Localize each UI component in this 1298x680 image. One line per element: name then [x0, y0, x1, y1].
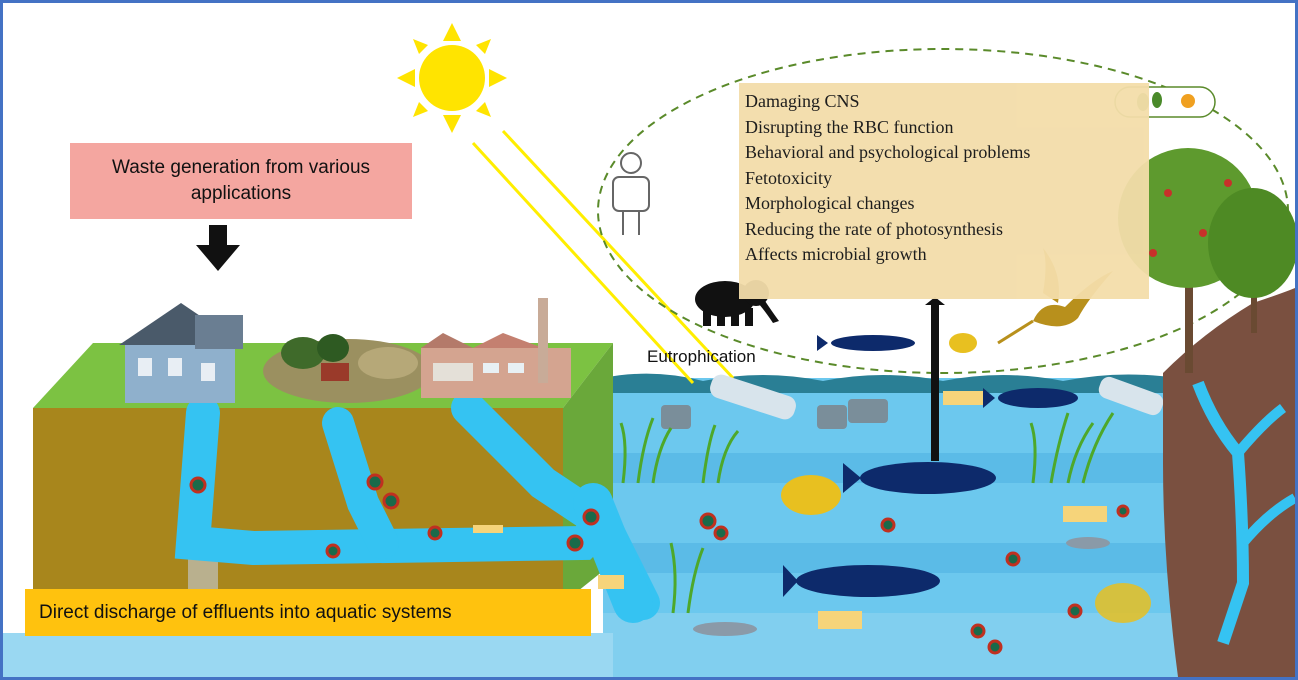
eutrophication-label: Eutrophication: [647, 347, 756, 366]
fish-icon: [983, 388, 1078, 408]
crab-icon: [781, 333, 1151, 623]
effects-list: Damaging CNS Disrupting the RBC function…: [739, 83, 1149, 268]
down-arrow-icon: [196, 225, 240, 271]
list-item: Damaging CNS: [745, 91, 860, 111]
impact-arrow: [925, 297, 945, 461]
plastic-fragments: [473, 391, 1107, 629]
factory-icon: [421, 298, 571, 398]
waste-generation-box: Waste generation from various applicatio…: [70, 143, 412, 219]
water-foreground: [3, 633, 613, 677]
sun-icon: [397, 23, 507, 133]
fish-icon: [843, 462, 996, 494]
farm-icon: [263, 334, 433, 403]
sun-ray: [501, 129, 735, 380]
aquatic-system: [3, 373, 1183, 677]
aquatic-plants: [619, 412, 1115, 614]
tree-icon: [1118, 148, 1295, 373]
list-item: Fetotoxicity: [745, 167, 832, 188]
human-icon: [612, 152, 650, 235]
fish-icon: [783, 565, 940, 597]
list-item: Affects microbial growth: [745, 244, 927, 264]
list-item: Morphological changes: [745, 193, 915, 213]
sun-ray: [471, 141, 695, 385]
water-surface: [603, 373, 1183, 393]
bottle-icon: [661, 374, 1164, 429]
fish-icon: [817, 335, 915, 351]
health-effects-box: Damaging CNS Disrupting the RBC function…: [739, 83, 1149, 299]
direct-discharge-box: Direct discharge of effluents into aquat…: [25, 589, 591, 636]
direct-discharge-label: Direct discharge of effluents into aquat…: [39, 601, 452, 623]
cliff: [1163, 288, 1295, 677]
pollutant-particles: [189, 473, 1130, 655]
house-icon: [119, 303, 243, 403]
scene: [3, 23, 1295, 677]
list-item: Behavioral and psychological problems: [745, 142, 1031, 162]
waste-generation-label: Waste generation from various applicatio…: [111, 157, 371, 204]
list-item: Reducing the rate of photosynthesis: [745, 218, 1003, 239]
list-item: Disrupting the RBC function: [745, 116, 954, 137]
fish-icon: [693, 537, 1110, 636]
soil: [33, 408, 563, 603]
